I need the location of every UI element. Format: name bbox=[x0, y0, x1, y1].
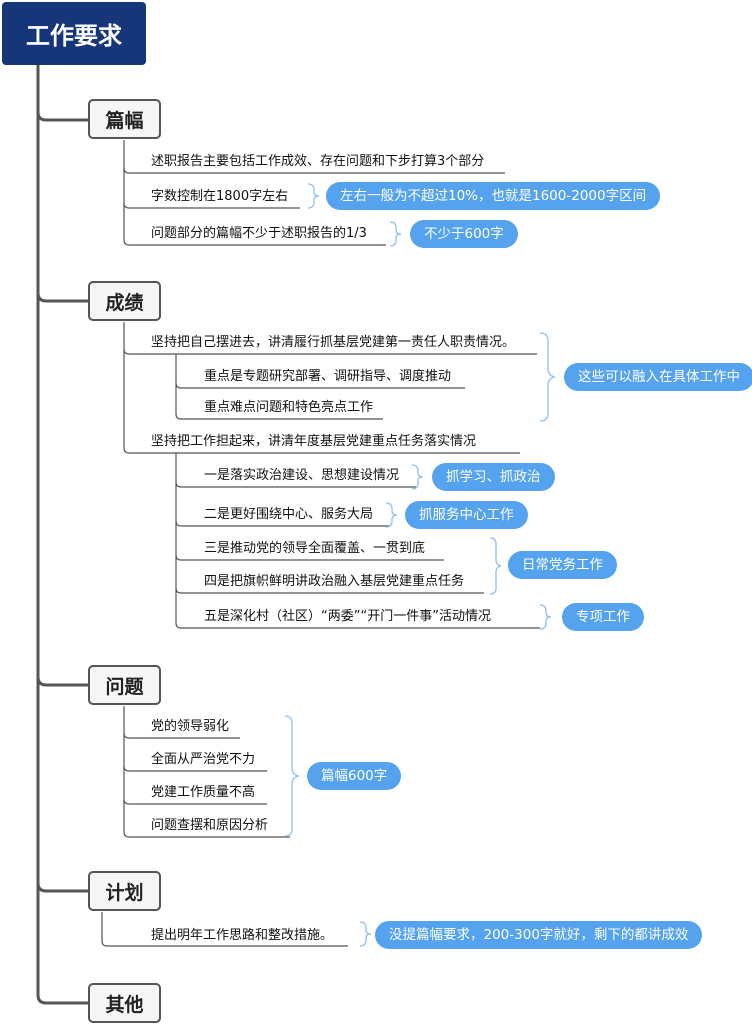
root-node[interactable]: 工作要求 bbox=[2, 2, 146, 65]
leaf-connector bbox=[175, 520, 390, 527]
leaf-node[interactable]: 四是把旗帜鲜明讲政治融入基层党建重点任务 bbox=[204, 574, 465, 589]
leaf-connector bbox=[175, 453, 540, 629]
leaf-node[interactable]: 五是深化村（社区）“两委”“开门一件事”活动情况 bbox=[204, 609, 491, 624]
leaf-node[interactable]: 党建工作质量不高 bbox=[151, 785, 256, 800]
branch-connector bbox=[36, 676, 88, 687]
topic-jihua[interactable]: 计划 bbox=[88, 871, 161, 911]
leaf-connector bbox=[175, 481, 416, 488]
bracket bbox=[389, 221, 402, 247]
leaf-connector bbox=[123, 765, 267, 772]
note-callout[interactable]: 没提篇幅要求，200-300字就好，剩下的都讲成效 bbox=[375, 921, 703, 949]
bracket bbox=[284, 715, 301, 837]
leaf-connector bbox=[123, 348, 537, 355]
bracket bbox=[539, 332, 557, 422]
note-callout[interactable]: 日常党务工作 bbox=[508, 551, 617, 579]
topic-qita[interactable]: 其他 bbox=[88, 983, 161, 1023]
branch-connector bbox=[36, 882, 88, 893]
leaf-connector bbox=[175, 354, 383, 420]
topic-label: 问题 bbox=[105, 675, 144, 698]
leaf-connector bbox=[123, 732, 240, 739]
topic-label: 其他 bbox=[105, 993, 144, 1016]
bracket bbox=[489, 537, 502, 595]
leaf-node[interactable]: 述职报告主要包括工作成效、存在问题和下步打算3个部分 bbox=[151, 154, 485, 169]
leaf-node[interactable]: 三是推动党的领导全面覆盖、一贯到底 bbox=[204, 541, 426, 556]
note-callout[interactable]: 抓服务中心工作 bbox=[405, 501, 528, 529]
note-callout[interactable]: 这些可以融入在具体工作中 bbox=[564, 363, 752, 391]
branch-connector bbox=[36, 292, 88, 303]
leaf-node[interactable]: 问题部分的篇幅不少于述职报告的1/3 bbox=[151, 226, 367, 241]
note-callout[interactable]: 不少于600字 bbox=[410, 220, 518, 248]
leaf-node[interactable]: 全面从严治党不力 bbox=[151, 752, 256, 767]
topic-chengji[interactable]: 成绩 bbox=[88, 281, 161, 321]
leaf-node[interactable]: 坚持把自己摆进去，讲清履行抓基层党建第一责任人职责情况。 bbox=[151, 335, 516, 350]
topic-label: 成绩 bbox=[105, 291, 144, 314]
leaf-connector bbox=[123, 706, 290, 838]
leaf-connector bbox=[175, 554, 444, 561]
leaf-connector bbox=[101, 912, 348, 947]
bracket bbox=[385, 502, 398, 528]
leaf-node[interactable]: 一是落实政治建设、思想建设情况 bbox=[204, 468, 400, 483]
leaf-node[interactable]: 二是更好围绕中心、服务大局 bbox=[204, 507, 374, 522]
leaf-node[interactable]: 坚持把工作担起来，讲清年度基层党建重点任务落实情况 bbox=[151, 434, 477, 449]
bracket bbox=[307, 183, 320, 209]
leaf-connector bbox=[175, 382, 465, 389]
leaf-connector bbox=[123, 322, 520, 454]
note-callout[interactable]: 专项工作 bbox=[562, 603, 644, 631]
leaf-connector bbox=[175, 587, 484, 594]
topic-pianfu[interactable]: 篇幅 bbox=[88, 99, 161, 139]
trunk-line bbox=[36, 65, 88, 1005]
topic-label: 计划 bbox=[105, 881, 144, 904]
topic-label: 篇幅 bbox=[105, 109, 144, 132]
leaf-node[interactable]: 党的领导弱化 bbox=[151, 719, 230, 734]
leaf-node[interactable]: 重点是专题研究部署、调研指导、调度推动 bbox=[204, 369, 452, 384]
note-callout[interactable]: 左右一般为不超过10%，也就是1600-2000字区间 bbox=[326, 182, 661, 210]
root-title: 工作要求 bbox=[26, 22, 122, 50]
leaf-node[interactable]: 提出明年工作思路和整改措施。 bbox=[151, 928, 334, 943]
topic-wenti[interactable]: 问题 bbox=[88, 665, 161, 705]
bracket bbox=[411, 464, 424, 490]
bracket bbox=[359, 921, 372, 947]
bracket bbox=[539, 604, 552, 630]
leaf-connector bbox=[123, 140, 386, 246]
leaf-connector bbox=[123, 798, 267, 805]
branch-connector bbox=[36, 111, 88, 122]
leaf-node[interactable]: 问题查摆和原因分析 bbox=[151, 818, 269, 833]
note-callout[interactable]: 抓学习、抓政治 bbox=[432, 463, 555, 491]
note-callout[interactable]: 篇幅600字 bbox=[307, 762, 402, 790]
leaf-connector bbox=[123, 202, 300, 209]
leaf-connector bbox=[123, 167, 505, 174]
leaf-node[interactable]: 重点难点问题和特色亮点工作 bbox=[204, 400, 374, 415]
leaf-node[interactable]: 字数控制在1800字左右 bbox=[151, 189, 289, 204]
